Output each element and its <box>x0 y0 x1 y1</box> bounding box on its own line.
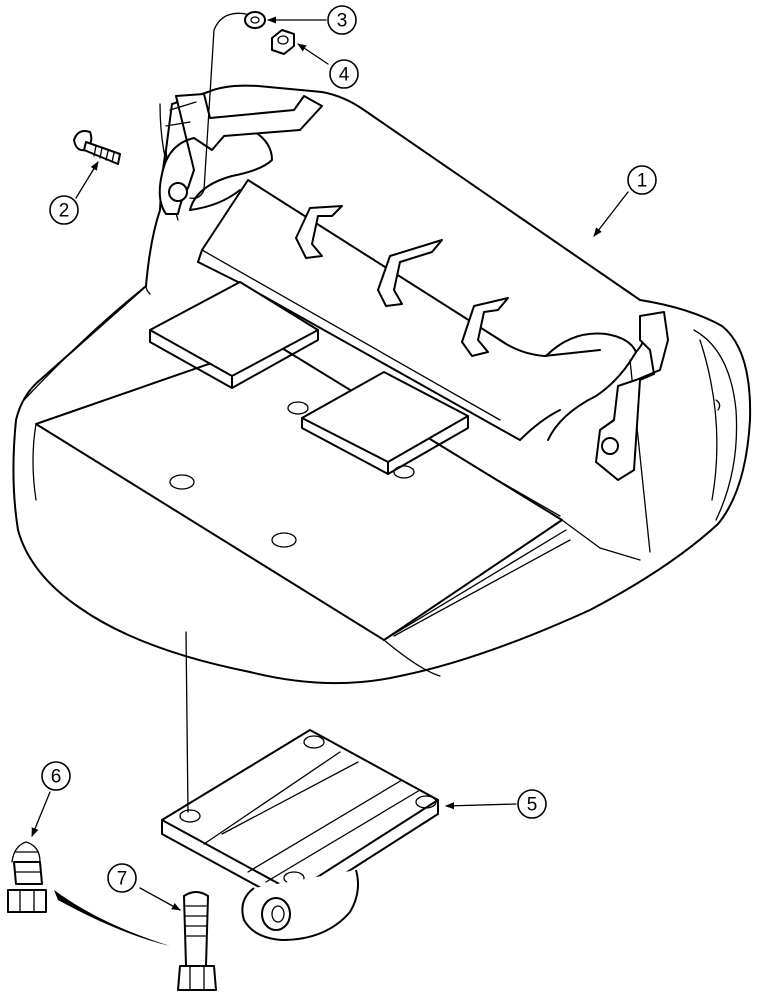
callout-5-label: 5 <box>527 795 538 816</box>
callout-7: 7 <box>107 863 137 893</box>
washer <box>244 11 266 29</box>
callout-6: 6 <box>41 761 71 791</box>
seat-channel <box>197 179 601 357</box>
hook-clips <box>295 205 509 357</box>
nut <box>271 29 295 55</box>
leader-lines <box>31 16 629 911</box>
alignment-line <box>185 631 189 813</box>
seat-cushion <box>12 84 752 685</box>
callout-4: 4 <box>329 59 359 89</box>
mounting-plate <box>161 729 439 941</box>
callout-1: 1 <box>627 165 657 195</box>
bolt-7 <box>177 891 217 991</box>
install-arrow <box>54 890 170 946</box>
callout-6-label: 6 <box>51 767 62 788</box>
callout-1-label: 1 <box>637 171 648 192</box>
callout-2-label: 2 <box>59 201 70 222</box>
callout-5: 5 <box>517 789 547 819</box>
screw <box>73 130 121 165</box>
slide-roller <box>241 869 359 941</box>
callout-3: 3 <box>327 5 357 35</box>
callout-3-label: 3 <box>337 11 348 32</box>
bolt-6 <box>7 841 47 913</box>
callout-2: 2 <box>49 195 79 225</box>
callout-7-label: 7 <box>117 869 128 890</box>
callout-4-label: 4 <box>339 65 350 86</box>
assembly-line-top <box>189 12 247 199</box>
